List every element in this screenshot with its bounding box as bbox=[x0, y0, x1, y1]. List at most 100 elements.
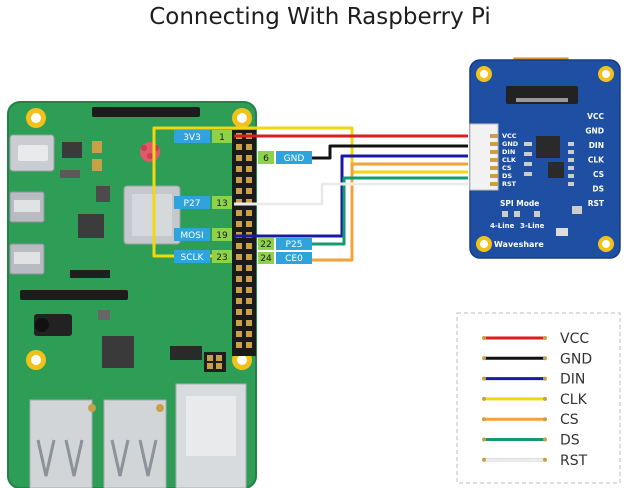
gpio-pin bbox=[236, 309, 242, 315]
pi-usb-controller bbox=[102, 336, 134, 368]
lcd-connector-pin-label: CS bbox=[502, 164, 512, 172]
gpio-pin bbox=[236, 221, 242, 227]
lcd-pin-label-cs: CS bbox=[593, 170, 604, 179]
svg-text:3V3: 3V3 bbox=[183, 133, 201, 143]
gpio-pin bbox=[236, 210, 242, 216]
legend-label: CLK bbox=[560, 392, 588, 408]
svg-text:MOSI: MOSI bbox=[180, 231, 203, 241]
svg-text:GND: GND bbox=[284, 154, 305, 164]
legend-label: GND bbox=[560, 351, 592, 367]
svg-text:22: 22 bbox=[260, 240, 271, 250]
pi-usb-ports bbox=[29, 399, 167, 488]
gpio-pin bbox=[236, 177, 242, 183]
legend-label: CS bbox=[560, 412, 579, 428]
lcd-connector-pin bbox=[490, 166, 498, 170]
gpio-pin bbox=[246, 166, 252, 172]
lcd-components bbox=[524, 136, 574, 186]
gpio-pin bbox=[236, 243, 242, 249]
lcd-connector-pin bbox=[490, 134, 498, 138]
gpio-pin bbox=[236, 254, 242, 260]
gpio-pin bbox=[246, 177, 252, 183]
gpio-pin bbox=[246, 342, 252, 348]
gpio-pin bbox=[246, 254, 252, 260]
pin-labels: 3V3 1 6 GND P27 13 MOSI 19 22 bbox=[174, 130, 312, 264]
svg-text:13: 13 bbox=[216, 199, 227, 209]
gpio-pin bbox=[236, 144, 242, 150]
legend-label: DIN bbox=[560, 372, 585, 388]
legend-label: VCC bbox=[560, 331, 589, 347]
gpio-pin bbox=[246, 144, 252, 150]
lcd-connector-pin-label: DIN bbox=[502, 148, 515, 156]
legend-item-din: DIN bbox=[482, 372, 585, 388]
gpio-pin bbox=[246, 188, 252, 194]
gpio-pin bbox=[246, 276, 252, 282]
lcd-pin-label-clk: CLK bbox=[588, 156, 605, 165]
gpio-pin bbox=[246, 221, 252, 227]
pi-chip bbox=[78, 214, 104, 238]
lcd-connector-pin-label: CLK bbox=[502, 156, 517, 164]
svg-text:24: 24 bbox=[260, 254, 272, 264]
lcd-connector-pin-label: DS bbox=[502, 172, 512, 180]
svg-text:6: 6 bbox=[263, 154, 269, 164]
gpio-pin bbox=[246, 155, 252, 161]
pi-camera-connector bbox=[20, 290, 128, 300]
lcd-connector-pin bbox=[490, 142, 498, 146]
legend-item-rst: RST bbox=[482, 453, 588, 469]
legend: VCC GND DIN CLK CS DS RST bbox=[456, 312, 621, 484]
legend-item-cs: CS bbox=[482, 412, 579, 428]
lcd-connector-pin-label: RST bbox=[502, 180, 517, 188]
pin-label-p25: 22 P25 bbox=[258, 238, 312, 250]
gpio-pin bbox=[236, 298, 242, 304]
pin-label-sclk: SCLK 23 bbox=[174, 250, 232, 263]
gpio-pin bbox=[236, 276, 242, 282]
svg-text:1: 1 bbox=[219, 133, 225, 143]
pin-label-ce0: 24 CE0 bbox=[258, 252, 312, 264]
lcd-connector-pin bbox=[490, 158, 498, 162]
legend-item-clk: CLK bbox=[482, 392, 588, 408]
legend-item-gnd: GND bbox=[482, 351, 592, 367]
svg-text:SCLK: SCLK bbox=[181, 253, 205, 263]
svg-text:P27: P27 bbox=[184, 199, 201, 209]
pin-label-gnd: 6 GND bbox=[258, 151, 312, 164]
lcd-3line-label: 3-Line bbox=[520, 222, 545, 230]
pin-label-p27: P27 13 bbox=[174, 196, 232, 209]
gpio-pin bbox=[236, 199, 242, 205]
lcd-connector-pin bbox=[490, 174, 498, 178]
wire-gnd bbox=[312, 144, 468, 160]
svg-text:23: 23 bbox=[216, 253, 227, 263]
lcd-connector-pin-label: GND bbox=[502, 140, 519, 148]
lcd-pcb bbox=[470, 60, 620, 258]
gpio-pin bbox=[236, 287, 242, 293]
lcd-pin-labels: VCC GND DIN CLK CS DS RST bbox=[585, 112, 605, 208]
gpio-pin bbox=[236, 265, 242, 271]
pin-label-mosi: MOSI 19 bbox=[174, 228, 232, 241]
gpio-pin bbox=[246, 287, 252, 293]
lcd-pin-label-vcc: VCC bbox=[587, 112, 604, 121]
pi-left-ports bbox=[9, 134, 55, 275]
lcd-pin-label-gnd: GND bbox=[585, 127, 604, 136]
gpio-pin bbox=[246, 298, 252, 304]
raspberry-pi-board bbox=[7, 101, 257, 488]
wire-ds bbox=[312, 176, 468, 246]
lcd-pin-label-rst: RST bbox=[588, 199, 605, 208]
gpio-pin bbox=[246, 243, 252, 249]
gpio-pin bbox=[236, 342, 242, 348]
wires bbox=[152, 126, 468, 262]
wire-cs bbox=[312, 162, 468, 262]
gpio-header bbox=[232, 130, 256, 356]
gpio-pin bbox=[246, 320, 252, 326]
legend-label: DS bbox=[560, 433, 580, 449]
lcd-connector-pin bbox=[490, 150, 498, 154]
gpio-pin bbox=[236, 188, 242, 194]
gpio-header-body bbox=[232, 130, 256, 356]
lcd-pin-label-din: DIN bbox=[589, 141, 604, 150]
gpio-pin bbox=[246, 210, 252, 216]
gpio-pin bbox=[246, 265, 252, 271]
lcd-pin-label-ds: DS bbox=[592, 185, 604, 194]
wire-din bbox=[234, 154, 468, 238]
svg-text:19: 19 bbox=[216, 231, 228, 241]
gpio-pin bbox=[246, 331, 252, 337]
lcd-spi-mode-label: SPI Mode bbox=[500, 199, 539, 208]
